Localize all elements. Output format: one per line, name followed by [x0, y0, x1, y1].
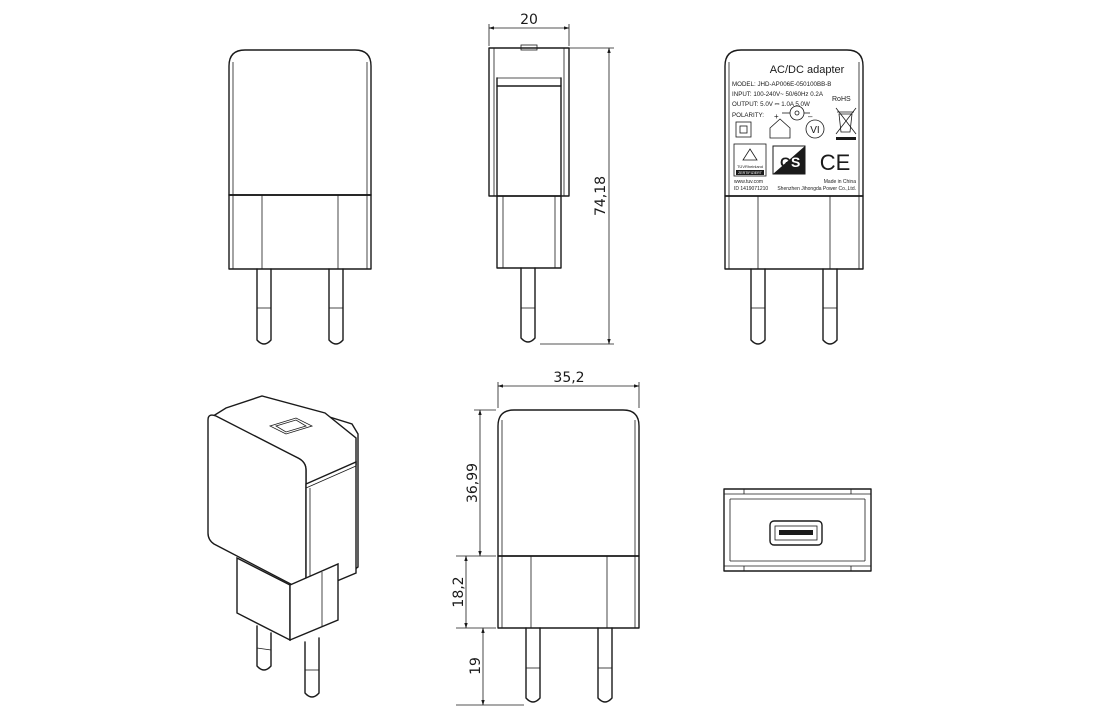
dimension-height-body: 36,99 [465, 463, 481, 503]
isometric-view [207, 395, 359, 698]
label-output: OUTPUT: 5.0V ⎓ 1.0A 5.0W [732, 101, 810, 108]
double-insulation-icon [735, 121, 752, 138]
tuv-line2: ZERTIFIZIERT [738, 171, 763, 175]
label-polarity: POLARITY: [732, 112, 764, 119]
indoor-use-icon [769, 118, 791, 139]
label-manufacturer: Shenzhen Jihongda Power Co.,Ltd. [777, 186, 856, 192]
polarity-plus: + [774, 112, 779, 121]
dimension-height-total: 74,18 [593, 176, 609, 216]
label-input: INPUT: 100-240V~ 50/60Hz 0.2A [732, 91, 824, 98]
tuv-mark-icon: TÜVRheinland ZERTIFIZIERT [733, 143, 767, 177]
rear-view-with-label: AC/DC adapter MODEL: JHD-AP006E-050100BB… [724, 49, 864, 345]
efficiency-level-icon: VI [805, 119, 825, 139]
dimension-width-front: 35,2 [553, 370, 584, 386]
svg-text:G: G [780, 154, 791, 170]
front-view-top-left [228, 49, 372, 345]
svg-text:S: S [791, 154, 800, 170]
front-view-dimensioned: 35,2 36,99 18,2 19 [451, 370, 640, 706]
rohs-text: RoHS [832, 96, 851, 103]
ce-mark-icon: CE [820, 150, 851, 175]
label-title: AC/DC adapter [770, 64, 845, 76]
side-view-top-middle: 20 74,18 [488, 12, 614, 345]
gs-mark-icon: G S [772, 145, 806, 175]
label-model: MODEL: JHD-AP006E-050100BB-B [732, 81, 831, 88]
dimension-height-pins: 19 [468, 657, 484, 675]
top-view-usb-port [723, 488, 872, 572]
efficiency-text: VI [810, 125, 819, 136]
label-made-in: Made in China [824, 179, 856, 185]
dimension-width-top: 20 [520, 12, 538, 28]
polarity-minus: – [808, 112, 813, 121]
tuv-line1: TÜVRheinland [737, 164, 763, 169]
dimension-height-base: 18,2 [451, 576, 467, 607]
usb-port-icon [769, 520, 823, 546]
polarity-symbol-icon [782, 105, 810, 121]
label-website: www.tuv.com [734, 179, 763, 185]
weee-bin-icon [835, 107, 857, 140]
label-tuv-id: ID 1419071210 [734, 186, 768, 192]
